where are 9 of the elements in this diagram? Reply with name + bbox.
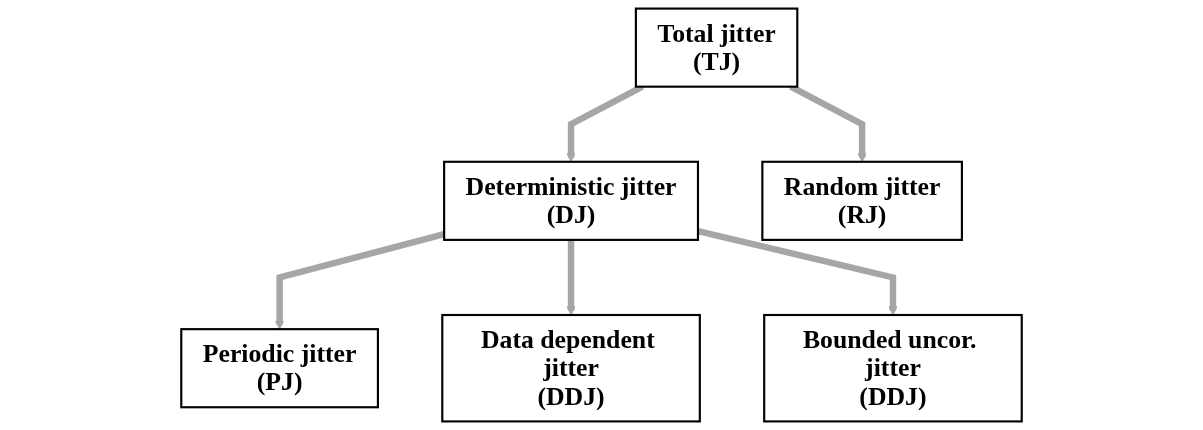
node-box: Bounded uncor. jitter (DDJ) [763, 313, 1023, 423]
node-box: Periodic jitter (PJ) [180, 328, 379, 409]
arrow [697, 227, 898, 316]
arrow [566, 239, 576, 316]
arrow [274, 231, 445, 330]
node-box: Random jitter (RJ) [761, 160, 963, 241]
node-box: Deterministic jitter (DJ) [443, 160, 700, 241]
node-box: Total jitter (TJ) [634, 7, 799, 88]
node-box: Data dependent jitter (DDJ) [441, 313, 701, 423]
